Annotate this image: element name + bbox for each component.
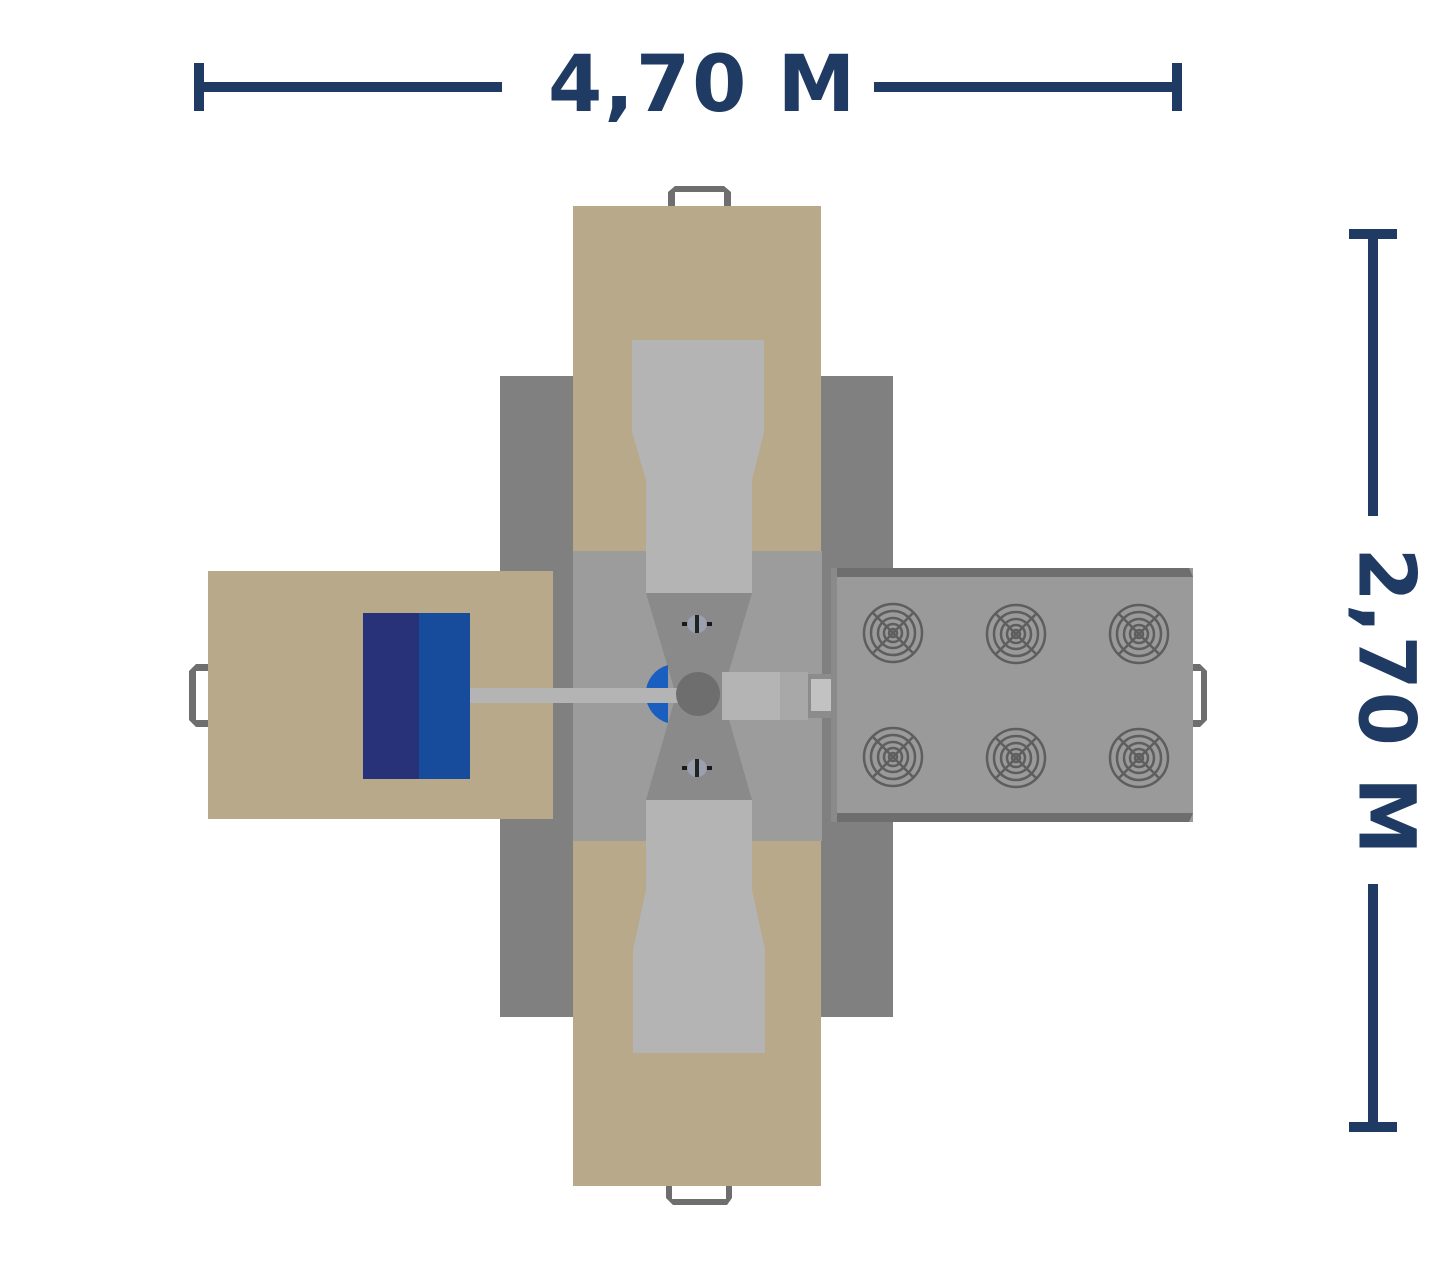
right-handle-icon — [1193, 664, 1207, 727]
bottom-handle-icon — [666, 1186, 732, 1205]
width-dimension-right-line — [874, 82, 1182, 92]
fan-unit-left-rail — [831, 568, 837, 822]
fan-icon-2 — [985, 603, 1047, 665]
blue-unit-dark — [363, 613, 419, 779]
width-dimension-left-line — [194, 82, 502, 92]
fan-unit-top-rail — [837, 568, 1193, 577]
fan-icon-4 — [862, 726, 924, 788]
right-connector — [722, 672, 780, 720]
center-hub — [676, 672, 720, 716]
fan-icon-6 — [1108, 727, 1170, 789]
left-handle-icon — [189, 664, 208, 727]
fan-icon-1 — [862, 602, 924, 664]
bolt-icon-top — [682, 615, 712, 633]
right-connector-cap-inner — [811, 679, 833, 711]
width-dimension-right-tick — [1172, 63, 1182, 111]
top-jaw — [632, 340, 764, 593]
drive-shaft-front — [560, 688, 668, 703]
height-dimension-bottom-tick — [1349, 1122, 1397, 1132]
top-handle-icon — [668, 186, 731, 206]
fan-icon-5 — [985, 727, 1047, 789]
height-dimension-bottom-line — [1368, 884, 1378, 1132]
bolt-icon-bottom — [682, 759, 712, 777]
bottom-jaw — [633, 800, 765, 1053]
fan-unit-bottom-rail — [837, 813, 1193, 822]
width-dimension-label: 4,70 M — [548, 40, 858, 130]
right-connector-sleeve — [780, 672, 808, 720]
fan-icon-3 — [1108, 603, 1170, 665]
blue-unit-light — [419, 613, 470, 779]
height-dimension-top-line — [1368, 229, 1378, 516]
